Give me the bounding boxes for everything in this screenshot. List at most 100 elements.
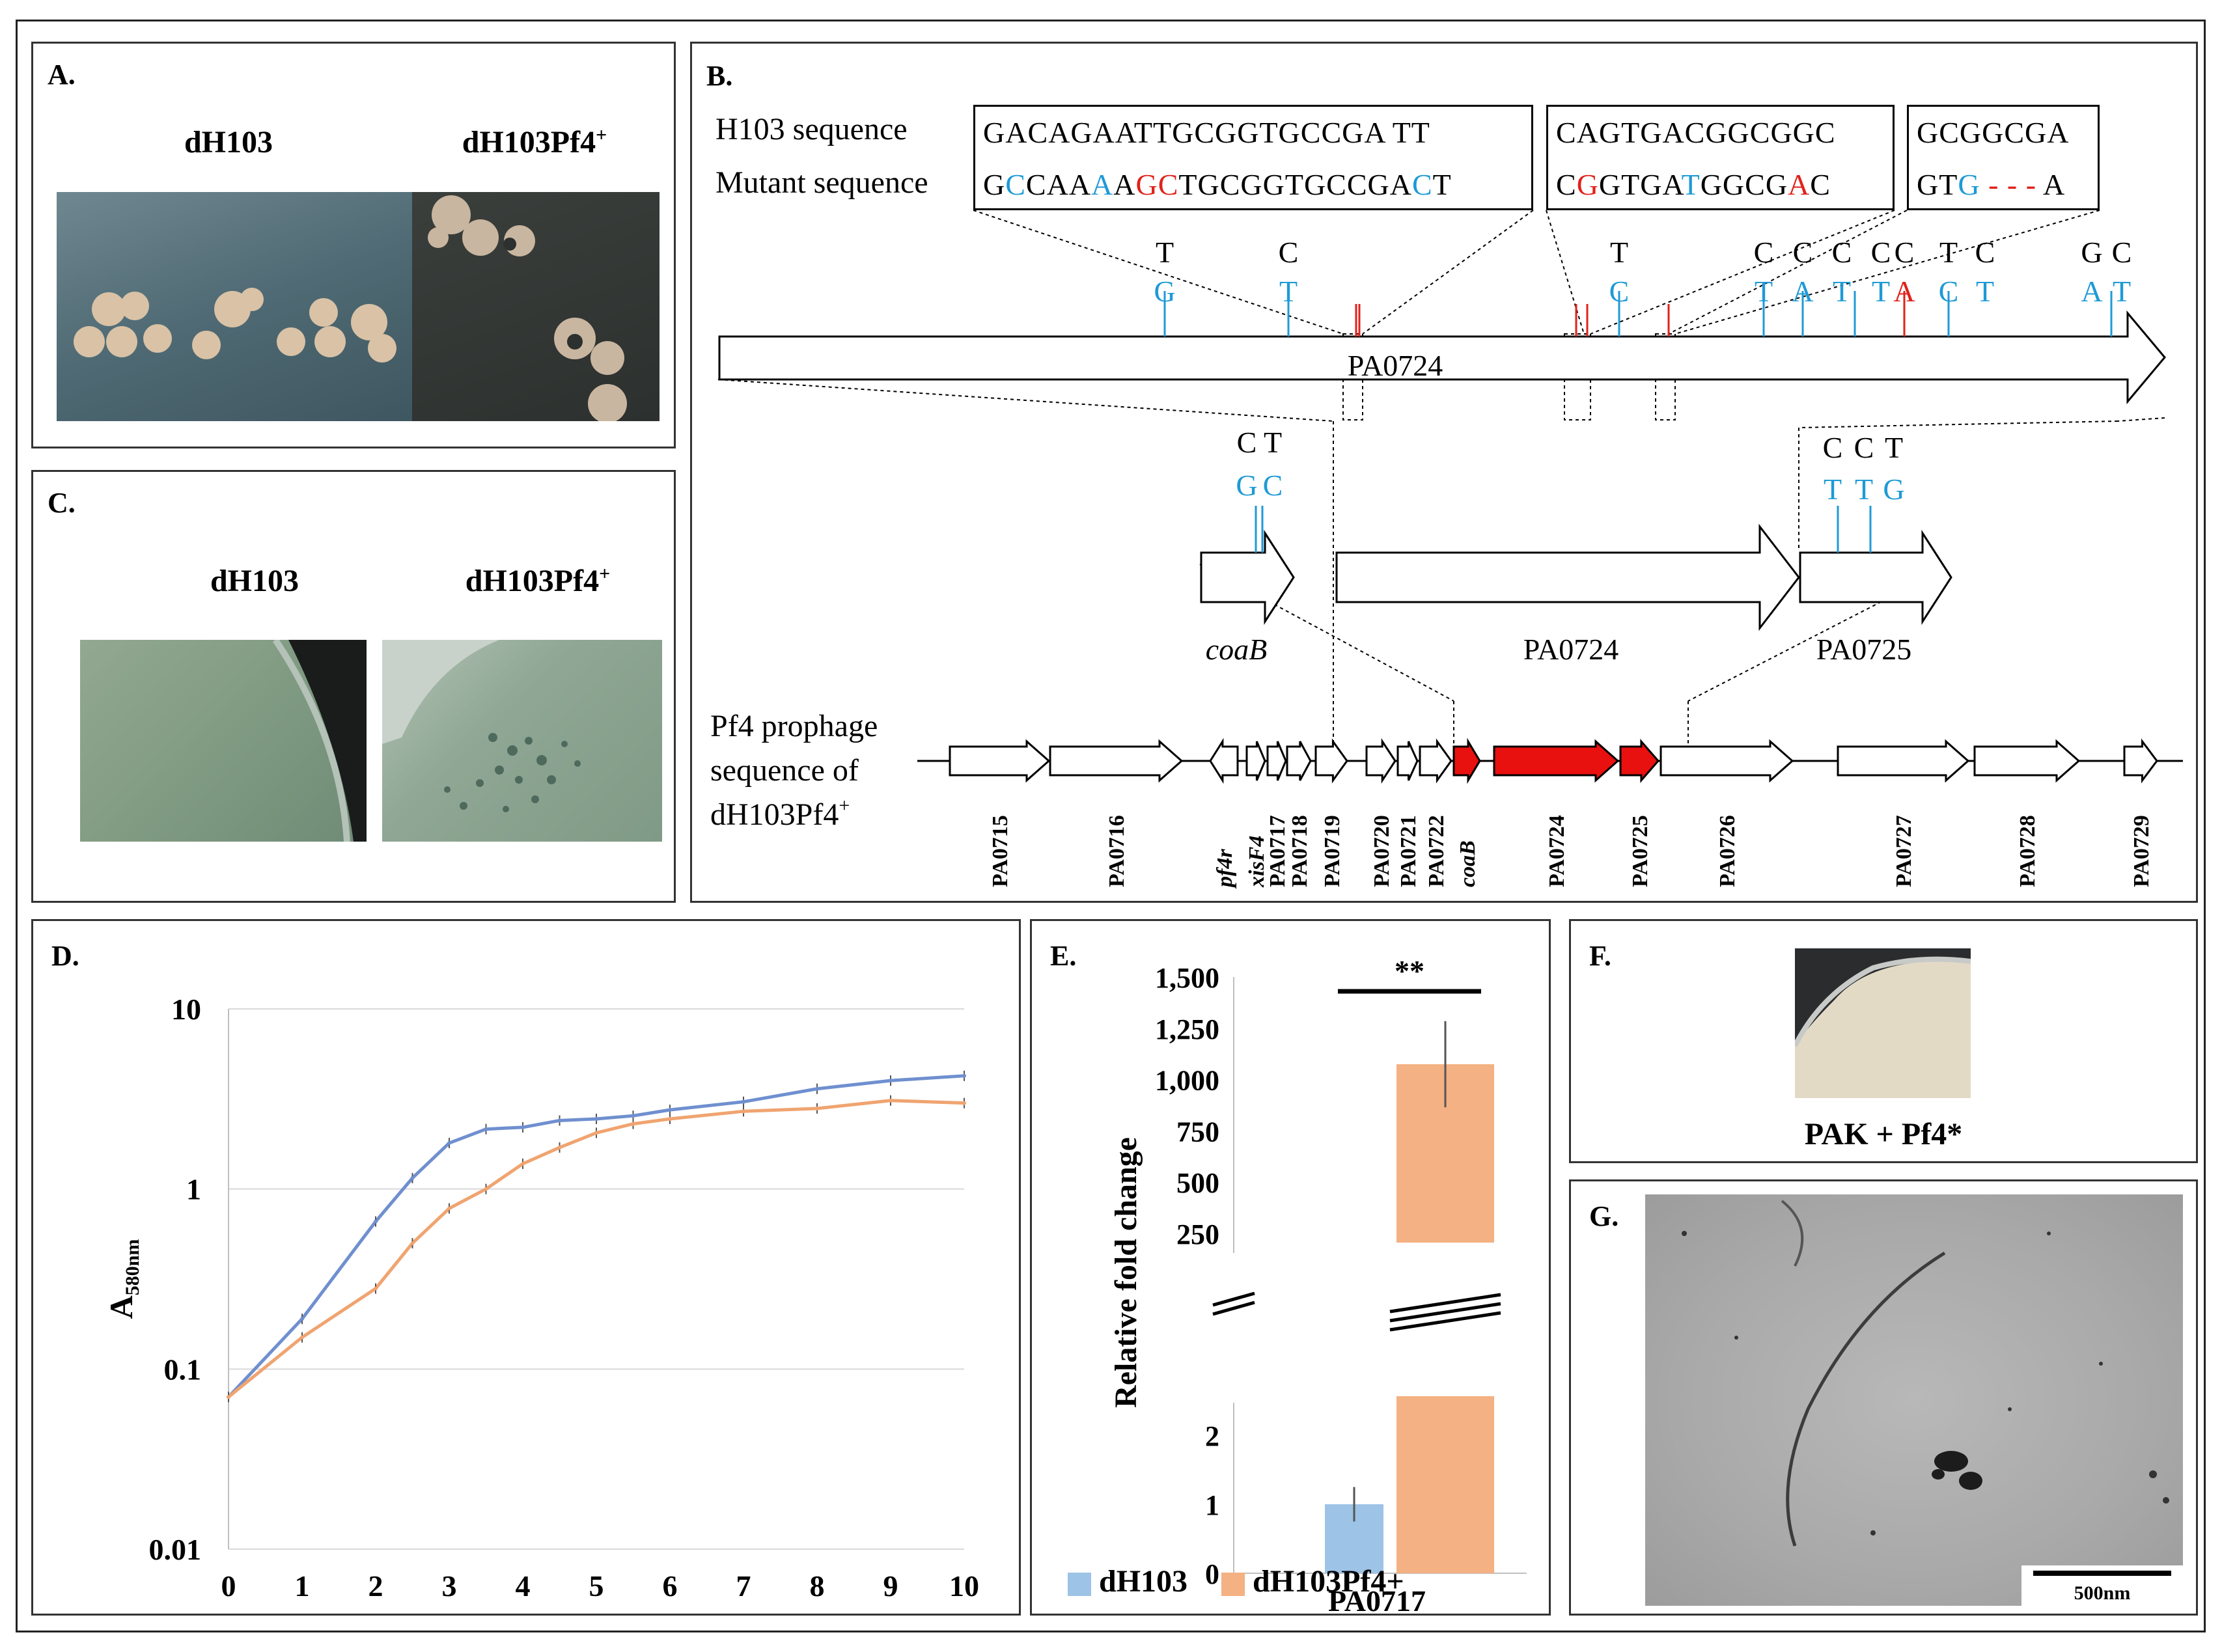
data-point-1-5 (484, 1187, 488, 1191)
mutation-alt-4: A (1792, 275, 1813, 308)
x-tick-3: 3 (442, 1569, 457, 1603)
mutation-ref-10: G (2081, 236, 2102, 269)
data-point-1-11 (742, 1109, 745, 1114)
colony-photo-dh103 (57, 192, 421, 421)
coab-arrow (1200, 529, 1295, 626)
panel-b: B. H103 sequence Mutant sequence GACAGAA… (690, 42, 2198, 903)
x-tick-1: 1 (295, 1569, 310, 1603)
data-point-0-5 (484, 1127, 488, 1131)
panel-f-caption: PAK + Pf4* (1804, 1117, 1963, 1151)
mutation-alt-3: T (1755, 275, 1773, 308)
panel-e-label: E. (1050, 940, 1077, 972)
panel-c: C. dH103 dH103Pf4+ (31, 470, 676, 903)
prophage-label-1: Pf4 prophage (710, 709, 878, 743)
legend-swatch-dh103 (1068, 1572, 1091, 1596)
x-tick-8: 8 (810, 1569, 825, 1603)
prophage-gene-PA0728 (1973, 739, 2081, 783)
prophage-label-3: dH103Pf4+ (710, 795, 850, 832)
prophage-gene-pf4r (1209, 737, 1239, 784)
pa0725-mut-ref-2: T (1885, 431, 1903, 464)
y-axis-title: Relative fold change (1109, 1137, 1143, 1408)
panel-c-right-caption: dH103Pf4+ (430, 563, 645, 599)
data-point-1-7 (557, 1145, 562, 1150)
colony-photo-dh103pf4 (412, 192, 660, 421)
prophage-gene-PA0716 (1049, 739, 1184, 783)
mutation-alt-11: T (2113, 275, 2131, 308)
prophage-gene-label-PA0727: PA0727 (1892, 815, 1916, 887)
sequence-box-3-h103: GCGGCGA (1917, 116, 2070, 149)
colony-photo-dh103-graphic (74, 288, 396, 363)
panel-g: G. 500nm (1569, 1179, 2198, 1616)
y-tick-3: 0.01 (149, 1533, 202, 1566)
data-point-1-4 (447, 1206, 451, 1211)
y-tick-lower-1: 1 (1205, 1489, 1219, 1521)
panel-f-label: F. (1589, 940, 1611, 972)
sequence-box-2-h103: CAGTGACGGCGGC (1556, 116, 1836, 149)
y-tick-upper-5: 1,500 (1155, 962, 1219, 994)
sequence-box-2: CAGTGACGGCGGC CGGTGATGGCGAC (1546, 105, 1895, 210)
axis-break-mark (1212, 1291, 1255, 1316)
y-axis-title: A580nm (103, 1239, 143, 1319)
mutation-ref-0: T (1156, 236, 1174, 269)
tem-micrograph-graphic: 500nm (1682, 1200, 2183, 1606)
pa0725-arrow (1799, 529, 1952, 626)
mutation-ref-5: C (1832, 236, 1852, 269)
sequence-box-1-h103: GACAGAATTGCGGTGCCGA TT (983, 116, 1430, 149)
mutation-alt-6: T (1872, 275, 1890, 308)
x-tick-7: 7 (736, 1569, 751, 1603)
mutation-ref-9: C (1975, 236, 1995, 269)
y-tick-upper-1: 500 (1176, 1167, 1219, 1199)
y-tick-upper-4: 1,250 (1155, 1013, 1219, 1045)
data-point-1-2 (374, 1286, 378, 1291)
prophage-gene-PA0718 (1286, 741, 1312, 781)
panel-c-right-caption-sup: + (599, 563, 611, 585)
pa0725-mut-alt-0: T (1824, 473, 1842, 506)
data-point-1-1 (300, 1335, 304, 1340)
x-tick-4: 4 (516, 1569, 531, 1603)
mutation-alt-5: T (1833, 275, 1851, 308)
prophage-gene-xisF4 (1245, 741, 1266, 781)
figure-frame (16, 20, 2206, 1632)
data-point-0-14 (962, 1073, 966, 1078)
mutation-ref-1: C (1279, 236, 1299, 269)
panel-g-label: G. (1589, 1200, 1619, 1232)
prophage-gene-label-PA0724: PA0724 (1545, 815, 1569, 887)
mutation-ref-6: C (1871, 236, 1891, 269)
coab-mut-alt-0: G (1236, 469, 1257, 502)
prophage-label-3-text: dH103Pf4 (710, 797, 839, 832)
prophage-gene-PA0727 (1837, 739, 1970, 783)
prophage-gene-label-PA0718: PA0718 (1288, 815, 1312, 887)
data-point-0-7 (557, 1118, 562, 1123)
plaque-photo-dh103-graphic (272, 640, 367, 842)
y-tick-lower-0: 0 (1205, 1558, 1219, 1590)
prophage-gene-label-pf4r: pf4r (1213, 849, 1237, 889)
prophage-gene-PA0719 (1314, 738, 1348, 784)
h103-sequence-label: H103 sequence (715, 112, 908, 146)
tem-micrograph: 500nm (1645, 1194, 2183, 1606)
plate-photo-pak-pf4 (1795, 948, 1971, 1098)
mutation-ref-8: T (1939, 236, 1958, 269)
sequence-box-3: GCGGCGA GTG - - - A (1907, 105, 2100, 210)
mutation-alt-10: A (2081, 275, 2102, 308)
y-tick-1: 1 (186, 1173, 201, 1206)
bar-dh103pf4-lower (1396, 1396, 1494, 1573)
prophage-gene-PA0725 (1619, 738, 1660, 784)
x-tick-10: 10 (949, 1569, 979, 1603)
y-tick-upper-3: 1,000 (1155, 1065, 1219, 1097)
prophage-gene-PA0721 (1396, 741, 1419, 781)
zoom-gene-label-pa0725: PA0725 (1816, 633, 1912, 666)
plaque-photo-dh103pf4-graphic (382, 640, 581, 812)
legend-swatch-dh103pf4 (1221, 1572, 1245, 1596)
pa0724-big-arrow (718, 310, 2166, 405)
panel-a-right-caption-text: dH103Pf4 (462, 125, 596, 159)
panel-a-right-caption-sup: + (596, 124, 607, 146)
data-point-0-3 (410, 1176, 415, 1180)
data-point-0-11 (742, 1099, 745, 1104)
x-tick-2: 2 (368, 1569, 383, 1603)
pa0724-zoom-arrow (1335, 523, 1800, 631)
mutation-alt-8: C (1939, 275, 1959, 308)
prophage-gene-label-PA0729: PA0729 (2130, 815, 2154, 887)
data-point-1-12 (815, 1106, 819, 1110)
